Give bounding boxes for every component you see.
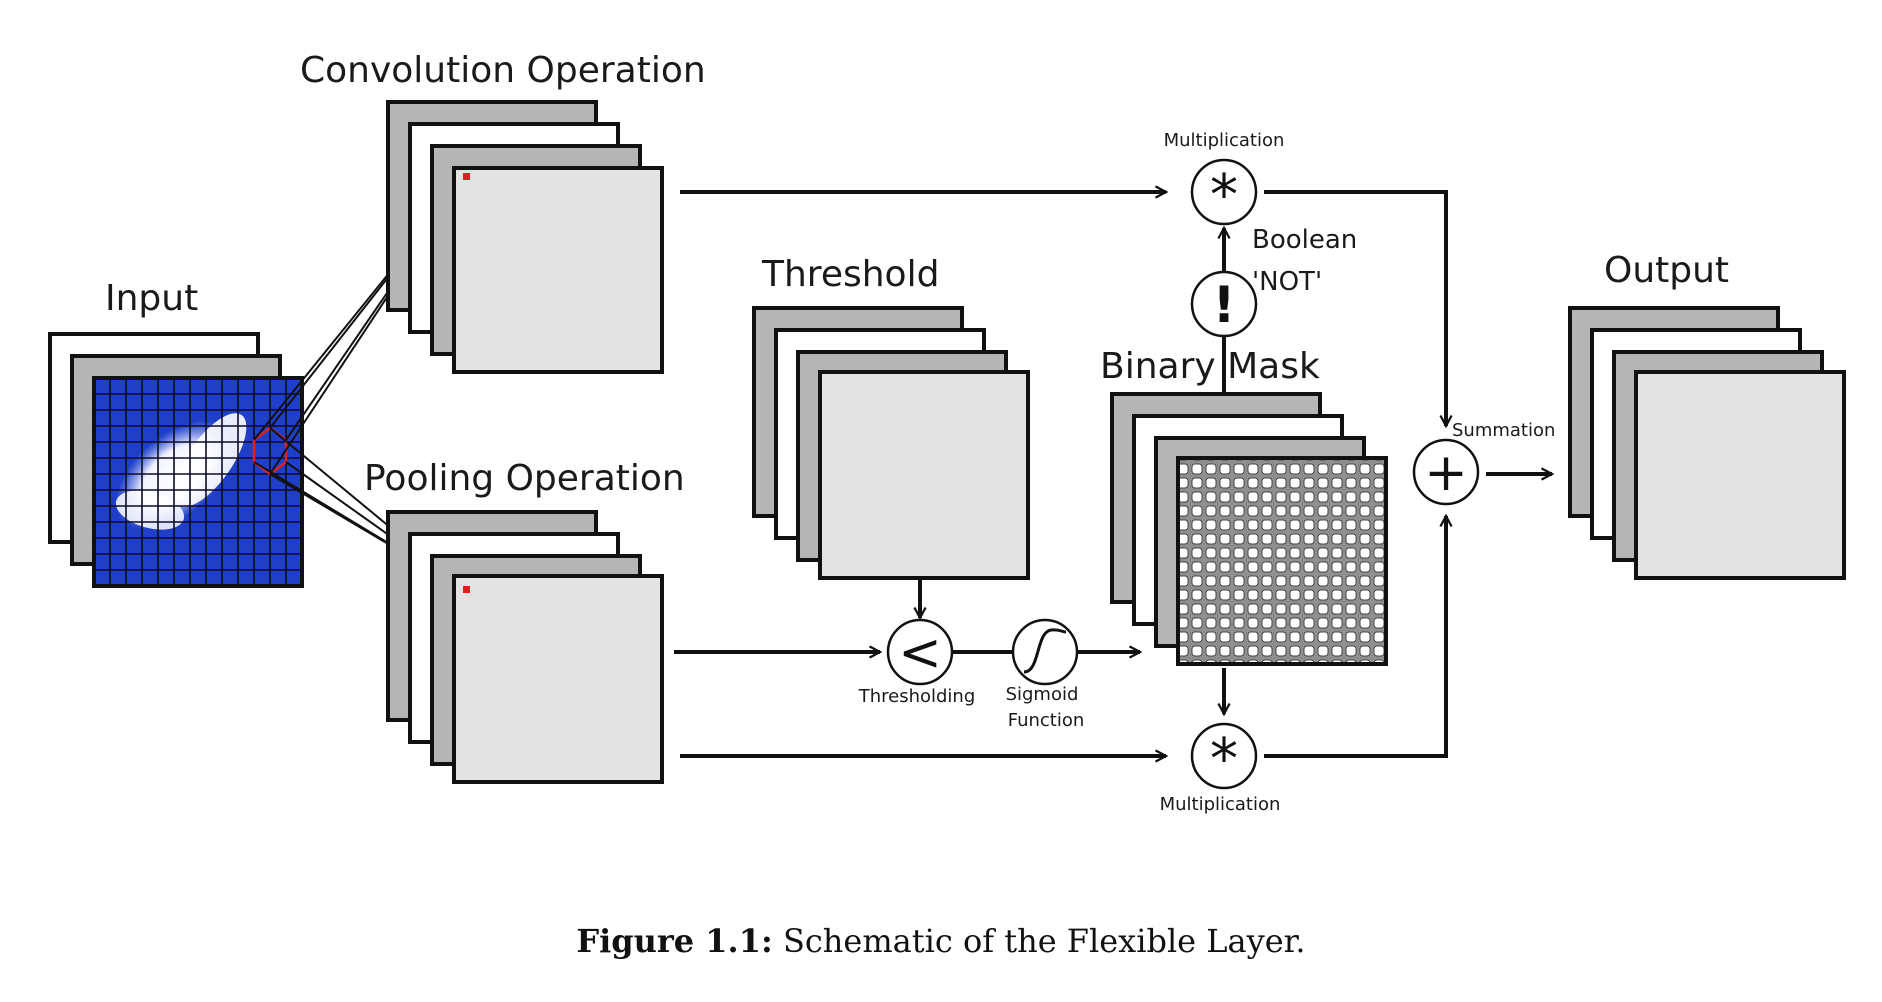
output-stack [1568, 306, 1846, 580]
multiply-node-bottom: * [1190, 722, 1258, 792]
sigmoid-label-line1: Sigmoid [1006, 684, 1079, 705]
multiply-node-top: * [1190, 158, 1258, 228]
output-map [1634, 370, 1846, 580]
threshold-map [818, 370, 1030, 580]
arrow-top-multiply-to-sum [1264, 190, 1446, 426]
figure-caption-text: Schematic of the Flexible Layer. [772, 922, 1306, 960]
threshold-stack [752, 306, 1030, 580]
convolution-feature-map [452, 166, 664, 374]
sigmoid-curve-icon [1023, 628, 1067, 674]
boolean-not-label-line2: 'NOT' [1252, 267, 1322, 297]
output-label: Output [1604, 250, 1729, 291]
convolution-label: Convolution Operation [300, 50, 706, 91]
multiplication-bottom-label: Multiplication [1160, 794, 1281, 815]
input-image [92, 376, 304, 588]
convolution-stack [386, 100, 664, 374]
binary-mask-stack [1110, 392, 1388, 666]
convolution-output-pixel [463, 173, 470, 180]
multiplication-top-label: Multiplication [1164, 130, 1285, 151]
pooling-stack [386, 510, 664, 784]
plus-glyph: + [1424, 443, 1468, 503]
figure-caption: Figure 1.1: Schematic of the Flexible La… [0, 922, 1882, 960]
multiply-top-glyph: * [1210, 163, 1238, 228]
sigmoid-label-line2: Function [1008, 710, 1085, 731]
multiply-bottom-glyph: * [1210, 727, 1238, 792]
not-glyph: ! [1213, 276, 1236, 334]
thresholding-label: Thresholding [858, 686, 976, 707]
binary-mask-map [1176, 456, 1388, 666]
figure-number: Figure 1.1: [576, 922, 773, 960]
summation-label: Summation [1452, 420, 1555, 441]
input-stack [48, 332, 304, 588]
pooling-label: Pooling Operation [364, 458, 685, 499]
threshold-node: < [886, 618, 954, 686]
threshold-label: Threshold [761, 254, 939, 295]
sigmoid-node [1011, 618, 1079, 686]
not-node: ! [1190, 270, 1258, 338]
less-than-glyph: < [898, 623, 942, 683]
arrow-bottom-multiply-to-sum [1264, 516, 1446, 758]
connectors [674, 192, 1552, 756]
pooling-output-pixel [463, 586, 470, 593]
sum-node: + [1412, 438, 1480, 506]
input-pixel-grid [94, 378, 302, 586]
input-label: Input [105, 278, 198, 319]
pooling-feature-map [452, 574, 664, 784]
boolean-not-label-line1: Boolean [1252, 225, 1357, 255]
binary-mask-label: Binary Mask [1100, 346, 1320, 387]
